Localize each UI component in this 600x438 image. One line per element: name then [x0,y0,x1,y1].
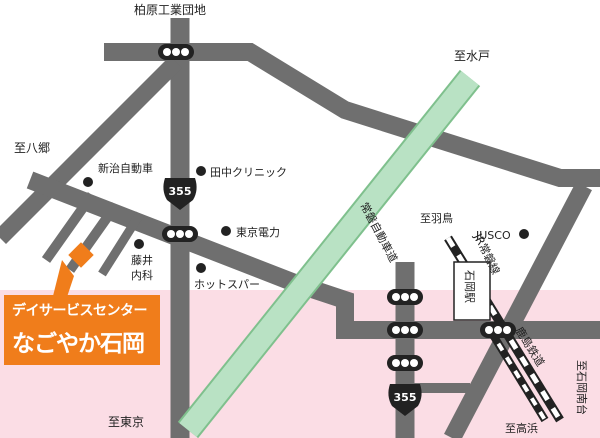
landmark-dot-icon [134,239,144,249]
landmark-jusco: JUSCO [475,229,511,242]
label-to-mito: 至水戸 [454,49,490,63]
route-shield-icon: 355 [163,178,197,210]
traffic-signal-icon [387,355,423,371]
facility-callout: デイサービスセンター なごやか石岡 [4,295,160,365]
label-top-north: 柏原工業団地 [134,2,206,17]
landmark-niiji-auto: 新治自動車 [98,161,153,175]
kashima-railway [486,327,549,423]
landmark-tepco: 東京電力 [236,225,280,239]
svg-text:355: 355 [169,185,192,198]
station-box [453,261,491,321]
landmark-dot-icon [221,226,231,236]
label-to-hachigo: 至八郷 [14,141,50,155]
landmark-tanaka-clinic: 田中クリニック [210,166,287,179]
landmark-dot-icon [519,229,529,239]
label-to-takahama: 至高浜 [505,421,538,435]
landmark-fujii-naika-1: 藤井 [131,253,153,267]
route-shield-icon: 355 [388,384,422,416]
callout-line2: なごやか石岡 [12,331,145,357]
traffic-signal-icon [158,44,194,60]
landmark-fujii-naika-2: 内科 [131,268,153,282]
label-to-ishioka-minami: 至石岡南台 [575,360,589,415]
callout-pointer [52,260,74,300]
traffic-signal-icon [480,322,516,338]
landmark-hot-spa: ホットスパー [194,278,260,291]
side-street-3 [98,211,144,277]
road-top [104,43,600,187]
svg-text:355: 355 [394,391,417,404]
landmark-dot-icon [196,166,206,176]
traffic-signal-icon [387,322,423,338]
landmark-dot-icon [83,177,93,187]
landmark-dot-icon [196,263,206,273]
side-street-1 [41,192,97,263]
label-to-tokyo: 至東京 [108,415,144,429]
callout-line1: デイサービスセンター [12,303,148,319]
label-station: 石岡駅 [463,270,476,303]
traffic-signal-icon [162,226,198,242]
road-hachigo [0,55,183,245]
traffic-signal-icon [387,289,423,305]
road-right-diagonal [444,181,592,438]
label-to-hatori: 至羽鳥 [420,211,453,225]
